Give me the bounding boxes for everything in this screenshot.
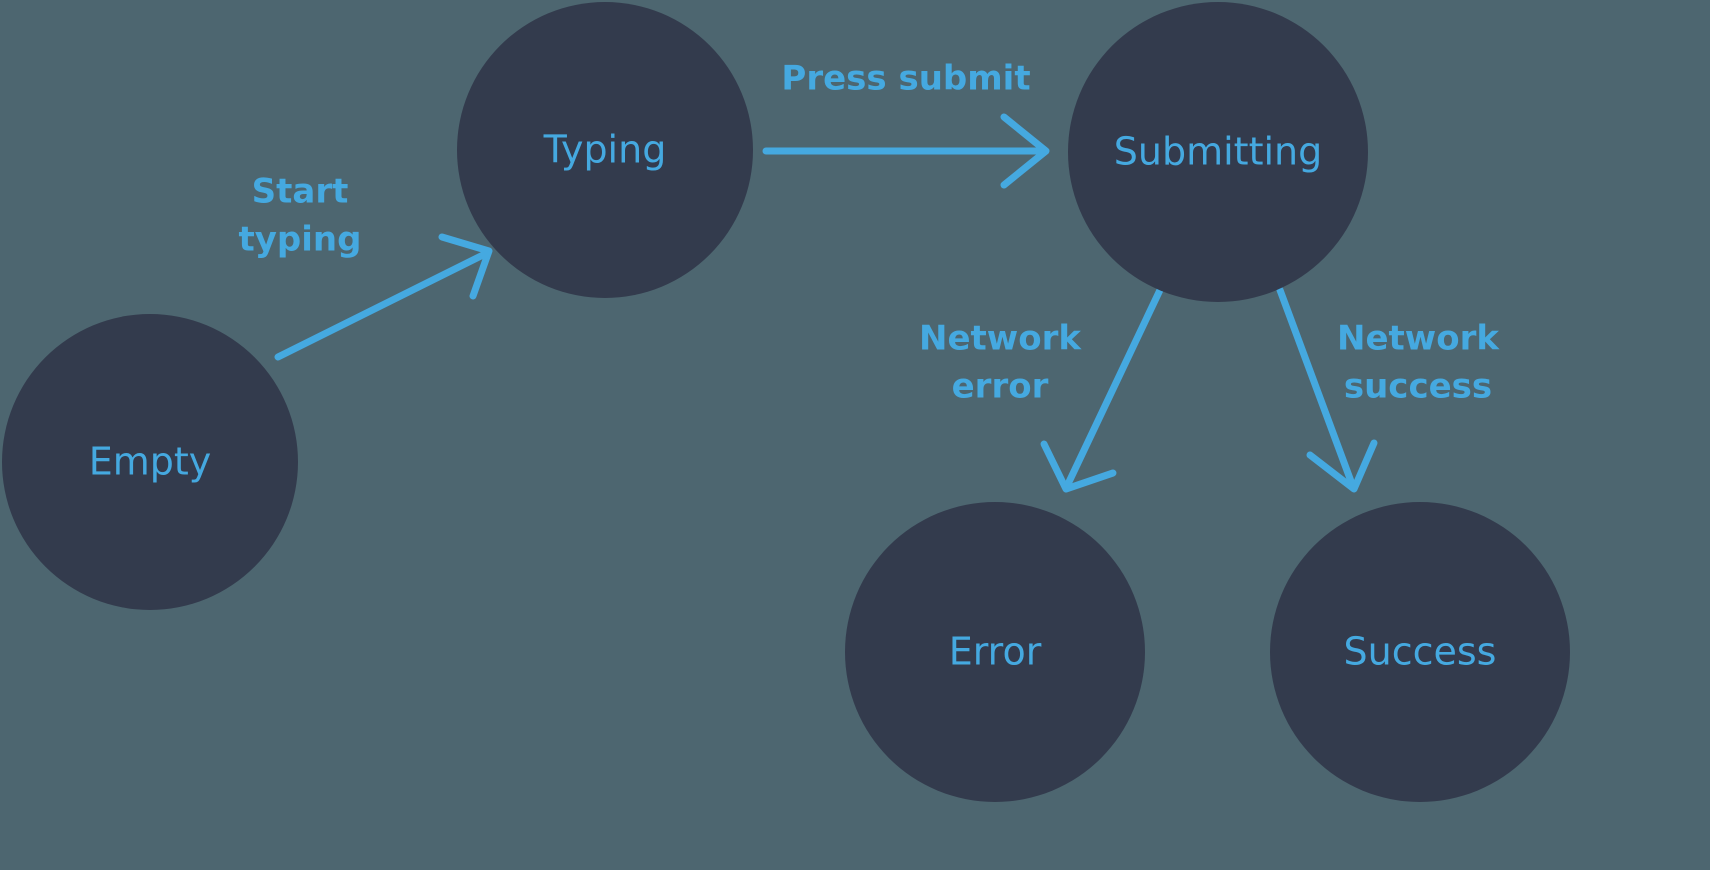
node-circle-error[interactable]	[845, 502, 1145, 802]
edge-line-submitting-to-error	[1064, 286, 1164, 488]
edge-label-line-1: Press submit	[781, 59, 1030, 99]
node-typing[interactable]: Typing	[457, 2, 753, 298]
arrowhead-submitting-to-success	[1306, 439, 1378, 493]
edge-label-line-1: Start	[252, 172, 349, 212]
edge-label-press-submit: Press submit	[781, 59, 1030, 99]
edge-label-line-2: success	[1344, 367, 1492, 407]
node-success[interactable]: Success	[1270, 502, 1570, 802]
edge-label-network-success: Network success	[1337, 319, 1500, 407]
edge-label-line-2: typing	[239, 220, 362, 260]
node-empty[interactable]: Empty	[2, 314, 298, 610]
edge-label-line-2: error	[952, 367, 1049, 407]
node-circle-typing[interactable]	[457, 2, 753, 298]
edge-line-empty-to-typing	[274, 249, 491, 361]
node-submitting[interactable]: Submitting	[1068, 2, 1368, 302]
edge-submitting-to-success	[1276, 286, 1378, 493]
edge-label-line-1: Network	[1337, 319, 1500, 359]
edge-empty-to-typing	[274, 233, 493, 361]
edge-label-start-typing: Start typing	[239, 172, 362, 260]
edge-label-line-1: Network	[919, 319, 1082, 359]
edge-typing-to-submitting	[762, 113, 1050, 189]
arrowhead-empty-to-typing	[438, 233, 493, 300]
node-label-empty: Empty	[89, 440, 212, 484]
node-circle-submitting[interactable]	[1068, 2, 1368, 302]
arrowhead-typing-to-submitting	[1000, 113, 1050, 189]
node-circle-empty[interactable]	[2, 314, 298, 610]
node-label-submitting: Submitting	[1114, 130, 1322, 174]
node-label-typing: Typing	[543, 128, 667, 172]
node-label-success: Success	[1344, 630, 1497, 674]
node-error[interactable]: Error	[845, 502, 1145, 802]
arrowhead-submitting-to-error	[1040, 440, 1117, 493]
node-label-error: Error	[949, 630, 1042, 674]
edge-label-network-error: Network error	[919, 319, 1082, 407]
edge-line-submitting-to-success	[1276, 286, 1356, 488]
node-circle-success[interactable]	[1270, 502, 1570, 802]
edge-submitting-to-error	[1040, 286, 1164, 493]
